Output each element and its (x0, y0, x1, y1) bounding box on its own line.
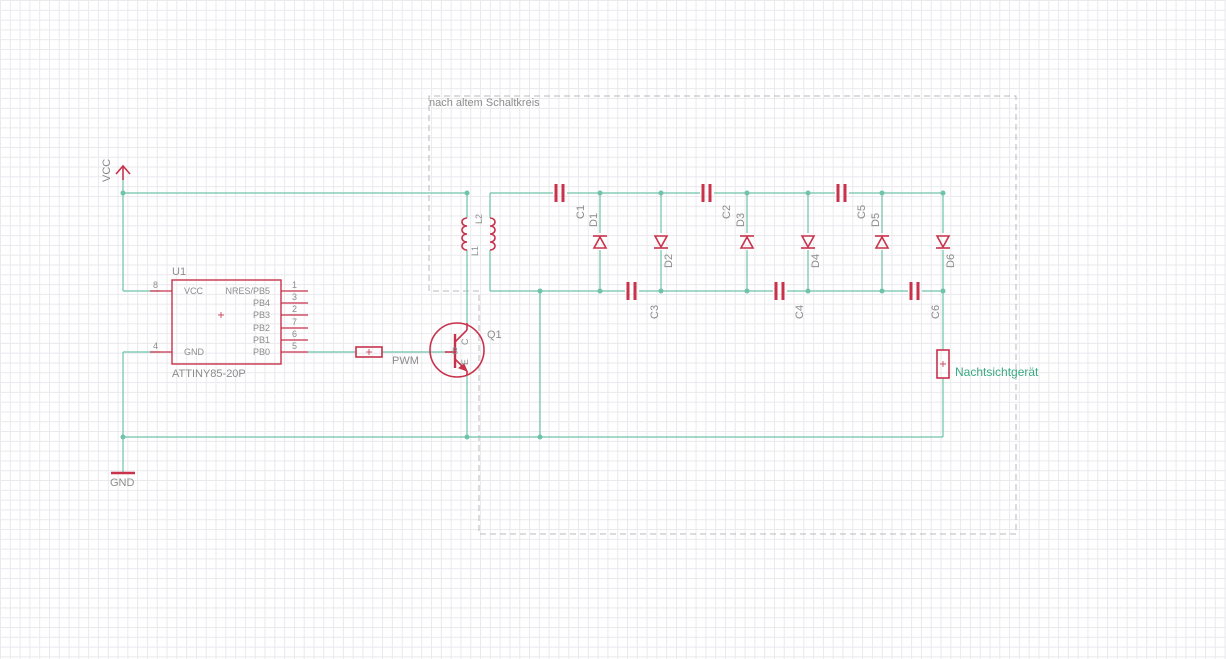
diode-d6[interactable]: D6 (935, 235, 957, 268)
diode-label: D1 (588, 213, 600, 227)
diode-label: D6 (945, 254, 957, 268)
mcu-pin-num: 1 (292, 280, 297, 290)
capacitor-label: C1 (575, 205, 587, 219)
mcu-pin-label: PB1 (253, 335, 270, 345)
diode-label: D4 (810, 254, 822, 268)
frame-nach-altem-schaltkreis[interactable]: nach altem Schaltkreis (428, 95, 1017, 535)
mcu-pin-4-num: 4 (153, 341, 158, 351)
mcu-pin-num: 5 (292, 341, 297, 351)
wires (122, 178, 944, 472)
diode-d1[interactable]: D1 (588, 213, 608, 249)
mcu-pin-label: NRES/PB5 (225, 286, 270, 296)
frame-label: nach altem Schaltkreis (429, 97, 540, 109)
mcu-pin-8-num: 8 (153, 280, 158, 290)
transformer-l2-label: L2 (474, 214, 484, 224)
diode-label: D5 (870, 213, 882, 227)
capacitor-label: C2 (721, 205, 733, 219)
vcc-label: VCC (101, 159, 113, 182)
capacitor-c6[interactable]: C6 (909, 282, 942, 319)
mcu-pin-num: 6 (292, 329, 297, 339)
diode-d2[interactable]: D2 (653, 235, 675, 268)
transistor-c-label: C (460, 338, 470, 345)
capacitor-label: C3 (649, 305, 661, 319)
transformer[interactable]: L1 L2 (461, 214, 496, 256)
gnd-label: GND (110, 477, 135, 489)
mcu-pin-label: PB2 (253, 323, 270, 333)
gnd-supply-symbol[interactable]: GND (110, 471, 135, 489)
diode-d3[interactable]: D3 (735, 213, 755, 249)
transistor-q1[interactable]: B C E Q1 (429, 322, 502, 378)
load-nachtsichtgeraet[interactable]: Nachtsichtgerät (936, 349, 1039, 379)
transformer-l1-label: L1 (470, 246, 480, 256)
resistor-pwm[interactable]: PWM (355, 346, 419, 367)
diode-label: D2 (663, 254, 675, 268)
mcu-pin-label: PB3 (253, 310, 270, 320)
capacitor-c2[interactable]: C2 (701, 184, 733, 219)
capacitor-c3[interactable]: C3 (626, 282, 661, 319)
transistor-name: Q1 (487, 329, 502, 341)
resistor-label: PWM (392, 355, 419, 367)
capacitor-c4[interactable]: C4 (774, 282, 806, 319)
vcc-supply-symbol[interactable]: VCC (101, 159, 131, 182)
mcu-pin-num: 7 (292, 317, 297, 327)
transistor-b-label: B (452, 346, 458, 356)
diode-label: D3 (735, 213, 747, 227)
mcu-part: ATTINY85-20P (172, 368, 246, 380)
mcu-pin-label: PB0 (253, 347, 270, 357)
load-label: Nachtsichtgerät (955, 365, 1039, 379)
junctions (120, 190, 946, 440)
mcu-pin-num: 3 (292, 292, 297, 302)
capacitor-label: C5 (856, 205, 868, 219)
mcu-pin-label: PB4 (253, 298, 270, 308)
diode-d5[interactable]: D5 (870, 213, 890, 249)
capacitor-c1[interactable]: C1 (554, 184, 587, 219)
transistor-e-label: E (460, 359, 470, 365)
capacitor-label: C6 (930, 305, 942, 319)
mcu-vcc-pin-label: VCC (184, 286, 204, 296)
mcu-pin-num: 2 (292, 304, 297, 314)
mcu-attiny85[interactable]: U1 ATTINY85-20P 8 4 VCC GND NRES/PB5 PB4… (150, 266, 308, 380)
mcu-gnd-pin-label: GND (184, 347, 205, 357)
mcu-name: U1 (172, 266, 186, 278)
capacitor-c5[interactable]: C5 (836, 184, 868, 219)
capacitor-label: C4 (794, 305, 806, 319)
diode-d4[interactable]: D4 (800, 235, 822, 268)
